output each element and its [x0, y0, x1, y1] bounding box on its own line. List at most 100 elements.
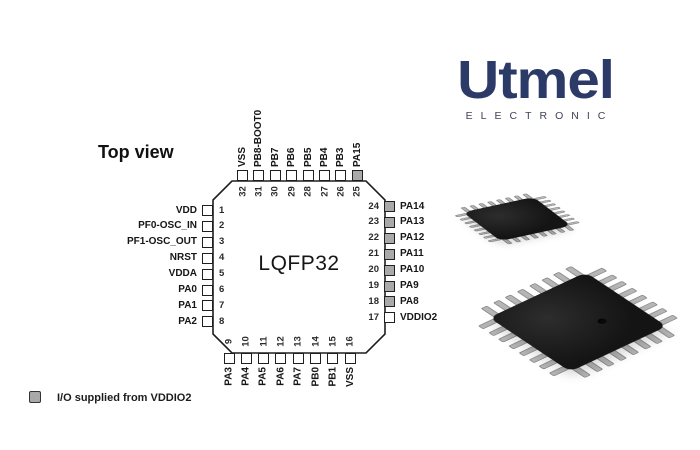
pin-label-7: PA1 — [178, 299, 197, 311]
pin-number-3: 3 — [219, 236, 225, 248]
pin-square-9 — [223, 353, 235, 364]
pin-label-4: NRST — [169, 252, 197, 264]
pin-number-21: 21 — [368, 248, 379, 260]
pin-square-31 — [253, 170, 265, 181]
pin-label-27: PB4 — [319, 147, 330, 167]
pin-number-31: 31 — [253, 185, 265, 197]
pin-number-15: 15 — [327, 335, 339, 347]
pin-label-25: PA15 — [351, 142, 363, 167]
pin-square-27 — [319, 170, 330, 181]
pin-number-1: 1 — [219, 204, 225, 216]
pin-square-3 — [202, 236, 213, 248]
pin-number-13: 13 — [292, 335, 304, 347]
brand-name: Utmel — [457, 50, 615, 110]
pin-label-6: PA0 — [178, 284, 197, 295]
pin-number-14: 14 — [310, 335, 321, 347]
pin-square-12 — [275, 353, 287, 364]
pin-square-29 — [286, 170, 298, 181]
pin-number-26: 26 — [335, 185, 347, 197]
pin-number-24: 24 — [368, 200, 379, 212]
pin-square-17 — [384, 312, 395, 324]
pin-square-8 — [202, 316, 213, 328]
pin-number-32: 32 — [237, 185, 248, 197]
pin-label-3: PF1-OSC_OUT — [126, 236, 197, 248]
pin-number-10: 10 — [240, 335, 252, 347]
pin-number-30: 30 — [269, 185, 281, 197]
pin-square-16 — [344, 353, 356, 364]
pin-label-8: PA2 — [178, 315, 197, 327]
pin-number-29: 29 — [286, 185, 298, 197]
pin-square-11 — [258, 353, 270, 364]
pin-label-32: VSS — [237, 146, 248, 167]
pin-square-30 — [269, 170, 281, 181]
pin-square-22 — [384, 232, 395, 244]
pin-square-2 — [202, 220, 213, 232]
pin-label-30: PB7 — [269, 147, 281, 167]
pin-square-7 — [202, 300, 213, 312]
pin-square-18 — [384, 296, 395, 308]
pin-label-13: PA7 — [292, 367, 304, 386]
pin1-marker-dot — [596, 317, 609, 325]
pin-square-25 — [351, 170, 363, 181]
pin-square-24 — [384, 201, 395, 212]
pin-number-17: 17 — [368, 311, 379, 323]
pin-number-2: 2 — [219, 220, 225, 232]
pin-square-10 — [240, 353, 252, 364]
pin-label-5: VDDA — [168, 268, 197, 280]
pin-square-28 — [302, 170, 314, 181]
diagram-title: Top view — [98, 142, 174, 162]
package-label: LQFP32 — [258, 252, 340, 275]
brand-logo: Utmel ELECTRONIC — [428, 52, 643, 122]
pin-number-5: 5 — [219, 268, 225, 280]
pin-label-12: PA6 — [275, 367, 287, 386]
pin-label-1: VDD — [175, 204, 197, 216]
pin-label-20: PA10 — [400, 264, 425, 276]
pin-label-29: PB6 — [286, 147, 298, 167]
pin-label-16: VSS — [344, 367, 356, 388]
pin-number-28: 28 — [302, 185, 314, 197]
pin-number-9: 9 — [223, 338, 235, 344]
pin-square-23 — [384, 216, 395, 228]
pin-number-18: 18 — [368, 295, 379, 307]
brand-subtitle: ELECTRONIC — [465, 110, 614, 122]
pin-number-22: 22 — [368, 232, 379, 244]
pin-label-31: PB8-BOOT0 — [253, 109, 265, 167]
pin-number-8: 8 — [219, 315, 225, 327]
pin-label-10: PA4 — [240, 367, 252, 386]
pin-label-21: PA11 — [400, 248, 424, 260]
pin-number-20: 20 — [368, 264, 379, 276]
pin-square-4 — [202, 252, 213, 264]
pin-label-22: PA12 — [400, 232, 425, 244]
pin-label-26: PB3 — [335, 147, 347, 167]
pin-label-17: VDDIO2 — [400, 311, 438, 323]
pin-square-15 — [327, 353, 339, 364]
pin-label-11: PA5 — [258, 367, 270, 386]
pin-square-5 — [202, 268, 213, 280]
pin-label-2: PF0-OSC_IN — [138, 220, 197, 232]
pin-label-9: PA3 — [223, 367, 235, 386]
pin-square-19 — [384, 280, 395, 292]
legend-vddio2-swatch — [29, 391, 41, 403]
pin-number-25: 25 — [351, 185, 363, 197]
pin-square-1 — [202, 205, 213, 216]
pin-square-14 — [310, 353, 321, 364]
pin-number-4: 4 — [219, 252, 225, 264]
pin-square-13 — [292, 353, 304, 364]
pin-label-18: PA8 — [400, 295, 419, 307]
pin-square-32 — [237, 170, 248, 181]
pin-square-6 — [202, 284, 213, 296]
pin-number-7: 7 — [219, 299, 225, 311]
pin-label-24: PA14 — [400, 200, 425, 212]
pin-square-26 — [335, 170, 347, 181]
pin-number-11: 11 — [258, 335, 270, 347]
pin-label-28: PB5 — [302, 147, 314, 167]
pin-number-23: 23 — [368, 216, 379, 228]
legend-label: I/O supplied from VDDIO2 — [57, 392, 192, 404]
pin-number-16: 16 — [344, 335, 356, 347]
pin-square-20 — [384, 264, 395, 276]
pin-square-21 — [384, 248, 395, 260]
pin-number-27: 27 — [319, 185, 330, 197]
pin-number-12: 12 — [275, 335, 287, 347]
